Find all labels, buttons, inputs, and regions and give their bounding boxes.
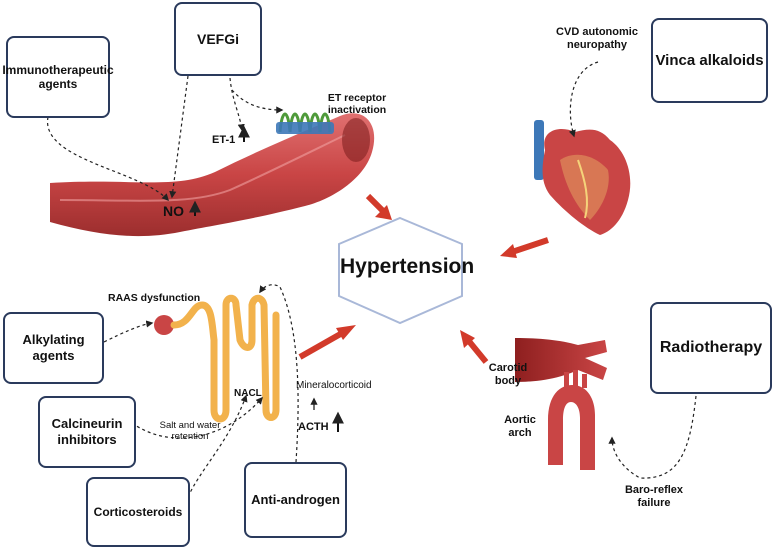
corticosteroids-box: Corticosteroids (86, 477, 190, 547)
cvd-neuropathy-label: CVD autonomic neuropathy (556, 26, 638, 51)
mineralocorticoid-label: Mineralocorticoid (296, 380, 372, 391)
aortic-arch-illustration (548, 370, 595, 470)
hypertension-label: Hypertension (340, 255, 475, 278)
red-arrow-heart (500, 237, 549, 258)
red-arrows (298, 193, 549, 364)
calcineurin-inhibitors-box: Calcineurin inhibitors (38, 396, 136, 468)
red-arrow-carotid (460, 330, 489, 364)
alkylating-agents-box: Alkylating agents (3, 312, 104, 384)
raas-dysfunction-label: RAAS dysfunction (108, 292, 201, 304)
immunotherapeutic-box: Immunotherapeutic agents (2, 36, 114, 118)
blood-vessel-illustration (50, 113, 375, 237)
vefgi-box: VEFGi (174, 2, 262, 76)
connector-immuno-vessel (47, 116, 169, 202)
connector-alkylating-kidney (103, 320, 154, 343)
et-receptor-label: ET receptor inactivation (327, 92, 387, 117)
aortic-arch-label: Aortic arch (504, 414, 536, 439)
connector-corticosteroids-kidney (187, 394, 248, 498)
nacl-label: NACL (234, 388, 262, 399)
red-arrow-vessel (365, 193, 392, 220)
no-label: NO (163, 203, 184, 219)
et1-label: ET-1 (212, 134, 236, 146)
connector-radiotherapy-aorta (608, 395, 697, 479)
dashed-connectors (47, 61, 697, 498)
up-arrows (189, 125, 344, 432)
vinca-alkaloids-box: Vinca alkaloids (651, 18, 768, 103)
kidney-nephron-illustration (154, 294, 280, 423)
baro-reflex-label: Baro-reflex failure (624, 484, 684, 509)
carotid-body-label: Carotid body (488, 362, 528, 387)
connector-cvd-heart (568, 61, 599, 138)
heart-illustration (534, 120, 631, 235)
anti-androgen-box: Anti-androgen (244, 462, 347, 538)
hexagon-center (338, 216, 463, 325)
connector-vefgi-vessel (169, 75, 189, 199)
salt-water-label: Salt and water retention (159, 420, 221, 442)
radiotherapy-box: Radiotherapy (650, 302, 772, 394)
red-arrow-kidney (298, 325, 356, 360)
connector-calcineurin-kidney (131, 396, 263, 439)
connector-vefgi-receptor (231, 89, 284, 114)
acth-label: ACTH (298, 421, 329, 433)
connector-vefgi-et1 (229, 77, 245, 132)
carotid-artery-illustration (515, 338, 607, 382)
receptor-icon (276, 112, 334, 134)
